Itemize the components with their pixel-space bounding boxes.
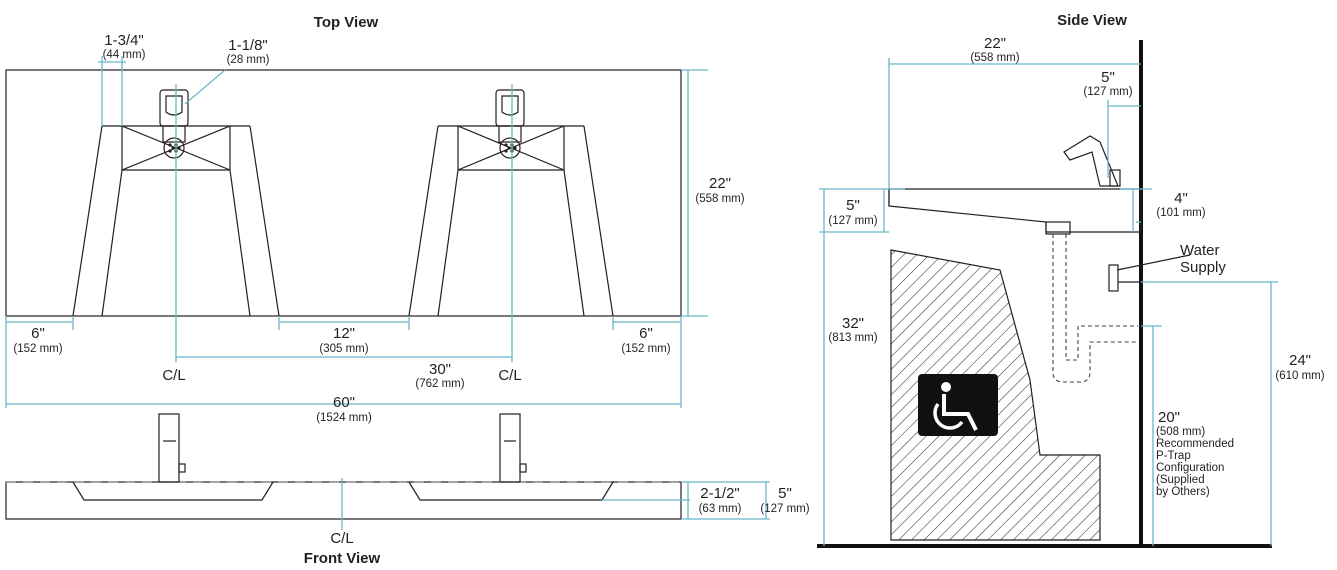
faucet-side bbox=[1063, 135, 1121, 187]
sink-body-side bbox=[888, 188, 1142, 233]
dim-1524mm: (1524 mm) bbox=[316, 412, 372, 424]
ptrap-note-5: by Others) bbox=[1156, 486, 1210, 498]
dim-1-1-8: 1-1/8" bbox=[228, 37, 268, 54]
dim-610mm: (610 mm) bbox=[1275, 370, 1324, 382]
front-centerline-label: C/L bbox=[330, 530, 353, 547]
front-basin-right bbox=[408, 481, 614, 501]
faucet-left-front bbox=[158, 413, 186, 483]
dim-4: 4" bbox=[1174, 190, 1188, 207]
dim-2-1-2: 2-1/2" bbox=[700, 485, 740, 502]
dim-6-left: 6" bbox=[31, 325, 45, 342]
front-view: C/L Front View 2-1/2" (63 mm) 5" (127 mm… bbox=[5, 413, 810, 567]
top-view: Top View bbox=[5, 14, 745, 424]
ptrap-note-3: Configuration bbox=[1156, 462, 1224, 474]
dim-558mm-side: (558 mm) bbox=[970, 52, 1019, 64]
countertop-outline bbox=[5, 69, 682, 317]
dim-305mm: (305 mm) bbox=[319, 343, 368, 355]
dim-30: 30" bbox=[429, 361, 451, 378]
ptrap-note-1: Recommended bbox=[1156, 438, 1234, 450]
front-view-title: Front View bbox=[304, 550, 381, 567]
front-basin-left bbox=[72, 481, 274, 501]
water-supply-label-1: Water bbox=[1180, 242, 1219, 259]
dim-152mm-left: (152 mm) bbox=[13, 343, 62, 355]
dim-12: 12" bbox=[333, 325, 355, 342]
dim-101mm: (101 mm) bbox=[1156, 207, 1205, 219]
faucet-right-front bbox=[499, 413, 527, 483]
dim-6-right: 6" bbox=[639, 325, 653, 342]
dim-5-side-top: 5" bbox=[1101, 69, 1115, 86]
dim-127mm-side: (127 mm) bbox=[828, 215, 877, 227]
dim-5-front: 5" bbox=[778, 485, 792, 502]
top-view-dimension-lines bbox=[5, 56, 708, 408]
centerline-left-label: C/L bbox=[162, 367, 185, 384]
dim-24: 24" bbox=[1289, 352, 1311, 369]
dim-127mm-front: (127 mm) bbox=[760, 503, 809, 515]
dim-20: 20" bbox=[1158, 409, 1180, 426]
dim-152mm-right: (152 mm) bbox=[621, 343, 670, 355]
basin-left bbox=[72, 89, 280, 317]
drain-pipe bbox=[1052, 234, 1138, 383]
wheelchair-icon bbox=[918, 374, 998, 436]
dim-127mm-side-top: (127 mm) bbox=[1083, 86, 1132, 98]
water-supply-valve bbox=[1108, 264, 1119, 292]
top-view-title: Top View bbox=[314, 14, 379, 31]
drain-right bbox=[499, 137, 521, 159]
side-view-title: Side View bbox=[1057, 12, 1127, 29]
dim-32: 32" bbox=[842, 315, 864, 332]
drain-left bbox=[163, 137, 185, 159]
dim-63mm: (63 mm) bbox=[699, 503, 742, 515]
ptrap-note-4: (Supplied bbox=[1156, 474, 1205, 486]
dim-508mm: (508 mm) bbox=[1156, 426, 1205, 438]
dim-22: 22" bbox=[709, 175, 731, 192]
water-supply-label-2: Supply bbox=[1180, 259, 1226, 276]
side-view: Side View bbox=[817, 12, 1325, 548]
dim-28mm: (28 mm) bbox=[227, 54, 270, 66]
dim-762mm: (762 mm) bbox=[415, 378, 464, 390]
dim-558mm: (558 mm) bbox=[695, 193, 744, 205]
side-view-dimension-lines bbox=[819, 58, 1278, 546]
dim-60: 60" bbox=[333, 394, 355, 411]
dim-22-side: 22" bbox=[984, 35, 1006, 52]
ptrap-note-2: P-Trap bbox=[1156, 450, 1191, 462]
dim-813mm: (813 mm) bbox=[828, 332, 877, 344]
dim-1-3-4: 1-3/4" bbox=[104, 32, 144, 49]
basin-right bbox=[408, 89, 614, 317]
centerline-right-label: C/L bbox=[498, 367, 521, 384]
dim-5-side: 5" bbox=[846, 197, 860, 214]
dim-44mm: (44 mm) bbox=[103, 49, 146, 61]
